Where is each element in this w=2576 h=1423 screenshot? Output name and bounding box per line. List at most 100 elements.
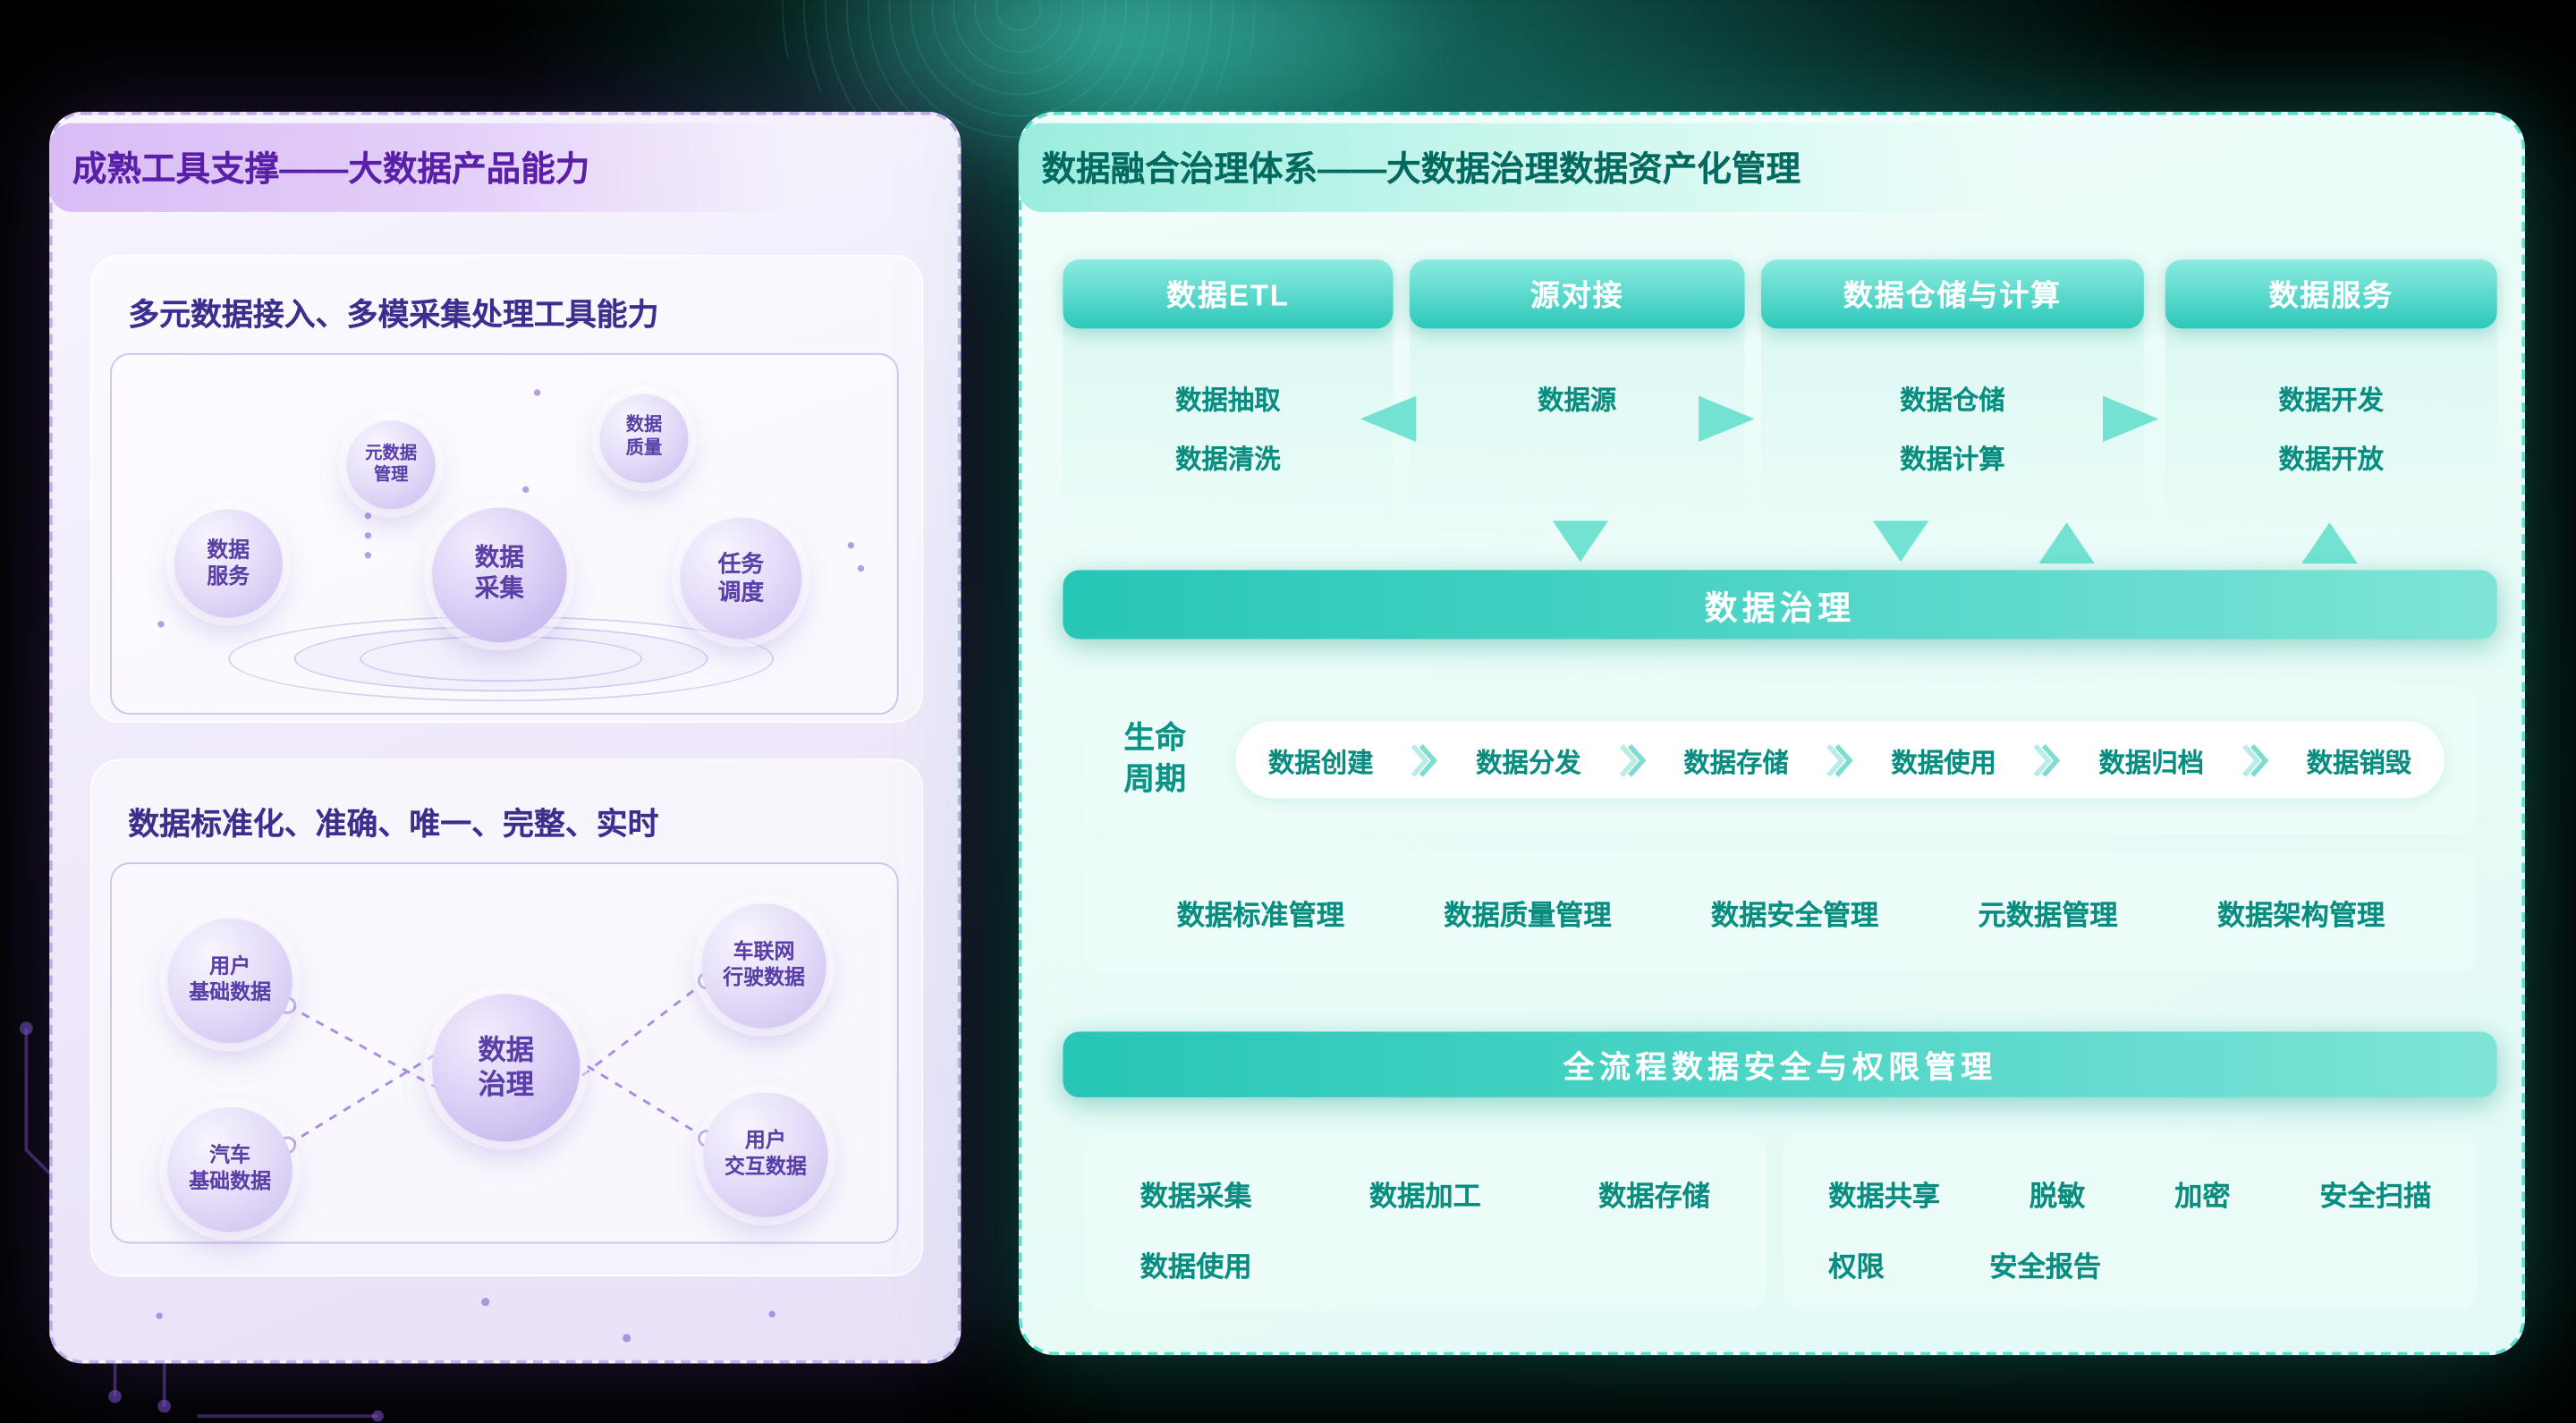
column-items: 数据仓储 数据计算: [1761, 328, 2144, 476]
security-management-bar-label: 全流程数据安全与权限管理: [1563, 1050, 1997, 1086]
column-data-service: 数据服务 数据开发 数据开放: [2165, 259, 2497, 534]
lifecycle-step: 数据销毁: [2306, 750, 2412, 778]
lifecycle-step: 数据归档: [2098, 750, 2205, 778]
column-item: 数据抽取: [1175, 387, 1281, 416]
column-header: 数据ETL: [1063, 259, 1394, 329]
security-management-bar: 全流程数据安全与权限管理: [1063, 1031, 2497, 1097]
process-item: 数据使用: [1140, 1251, 1252, 1283]
bubble-data-service: 数据 服务: [174, 509, 283, 618]
deco-dot: [857, 564, 865, 572]
column-item: 数据仓储: [1900, 387, 2005, 416]
chevron-right-icon: [1619, 739, 1646, 782]
deco-dot: [364, 532, 372, 539]
flow-arrow-right-icon: [2102, 395, 2159, 443]
lifecycle-step: 数据分发: [1476, 750, 1581, 778]
process-item: 数据存储: [1598, 1181, 1711, 1213]
node-label: 数据 治理: [478, 1034, 534, 1101]
node-user-interaction-data: 用户 交互数据: [703, 1092, 828, 1217]
management-item: 数据质量管理: [1444, 899, 1612, 931]
bubble-data-collection: 数据 采集: [432, 507, 567, 643]
bubble-metadata-management: 元数据 管理: [346, 420, 436, 510]
management-item: 数据架构管理: [2216, 899, 2385, 931]
node-data-governance-center: 数据 治理: [432, 994, 580, 1142]
security-item: 数据共享: [1828, 1181, 1941, 1213]
column-item: 数据开发: [2278, 387, 2385, 416]
management-item: 数据标准管理: [1176, 899, 1344, 931]
process-item: 数据加工: [1368, 1181, 1481, 1213]
security-item: 安全报告: [1989, 1251, 2102, 1283]
management-row-card: 数据标准管理 数据质量管理 数据安全管理 元数据管理 数据架构管理: [1084, 851, 2478, 973]
lifecycle-steps: 数据创建 数据分发 数据存储 数据使用 数据归档 数据销毁: [1235, 721, 2445, 799]
deco-dot: [522, 486, 530, 494]
management-item: 元数据管理: [1978, 899, 2118, 931]
flow-arrow-down-icon: [1872, 521, 1929, 563]
flow-arrow-up-icon: [2038, 522, 2095, 563]
management-item: 数据安全管理: [1710, 899, 1879, 931]
process-items-card: 数据采集 数据加工 数据存储 数据使用: [1084, 1133, 1767, 1311]
bubble-label: 数据 服务: [207, 537, 250, 589]
column-warehouse-compute: 数据仓储与计算 数据仓储 数据计算: [1760, 259, 2144, 534]
column-header: 源对接: [1409, 259, 1745, 329]
data-governance-bar-label: 数据治理: [1704, 590, 1856, 627]
node-label: 用户 交互数据: [724, 1129, 807, 1178]
deco-dot: [847, 542, 855, 549]
column-items: 数据开发 数据开放: [2165, 328, 2497, 476]
deco-dot: [533, 389, 541, 396]
lifecycle-label: 生命 周期: [1123, 721, 1187, 798]
right-panel-title-bar: 数据融合治理体系——大数据治理数据资产化管理: [1018, 123, 2028, 212]
bubble-label: 数据 采集: [474, 544, 524, 604]
bubble-label: 数据 质量: [625, 416, 663, 459]
chevron-right-icon: [2034, 739, 2061, 782]
column-item: 数据开放: [2278, 446, 2385, 475]
node-vehicle-network-data: 车联网 行驶数据: [701, 903, 826, 1029]
right-panel-title: 数据融合治理体系——大数据治理数据资产化管理: [1041, 150, 1801, 190]
process-item: 数据采集: [1140, 1181, 1252, 1213]
bubble-label: 任务 调度: [717, 549, 765, 605]
security-item: 加密: [2174, 1181, 2231, 1213]
lifecycle-step: 数据使用: [1891, 750, 1996, 778]
column-items: 数据源: [1410, 328, 1745, 417]
process-items-row1: 数据采集 数据加工 数据存储: [1140, 1173, 1710, 1214]
bubble-label: 元数据 管理: [365, 443, 418, 485]
node-label: 车联网 行驶数据: [723, 940, 805, 989]
security-items-card: 数据共享 脱敏 加密 安全扫描 权限 安全报告: [1782, 1133, 2478, 1311]
standards-section-title: 数据标准化、准确、唯一、完整、实时: [128, 808, 659, 843]
deco-dot: [481, 1297, 490, 1307]
tools-section-title: 多元数据接入、多模采集处理工具能力: [128, 299, 659, 334]
column-data-etl: 数据ETL 数据抽取 数据清洗: [1063, 259, 1394, 534]
column-item: 数据计算: [1900, 446, 2005, 475]
node-label: 用户 基础数据: [189, 954, 272, 1004]
deco-dot: [156, 1312, 163, 1319]
lifecycle-step: 数据创建: [1267, 750, 1374, 778]
flow-arrow-left-icon: [1360, 395, 1417, 443]
column-items: 数据抽取 数据清洗: [1063, 328, 1393, 476]
data-governance-bar: 数据治理: [1063, 570, 2497, 640]
ripple-ellipse-inner: [360, 635, 643, 682]
security-item: 脱敏: [2029, 1181, 2086, 1213]
lifecycle-step: 数据存储: [1683, 750, 1789, 778]
bubble-data-quality: 数据 质量: [599, 394, 689, 483]
deco-dot: [768, 1310, 775, 1318]
security-item: 权限: [1828, 1251, 1885, 1283]
bubble-task-scheduling: 任务 调度: [680, 517, 802, 640]
chevron-right-icon: [1826, 739, 1853, 782]
column-header: 数据服务: [2165, 259, 2497, 329]
left-panel-title-bar: 成熟工具支撑——大数据产品能力: [49, 123, 792, 212]
column-item: 数据源: [1538, 387, 1617, 416]
flow-arrow-right-icon: [1699, 395, 1755, 443]
deco-dot: [157, 621, 165, 628]
column-item: 数据清洗: [1175, 446, 1281, 475]
deco-dot: [364, 512, 372, 520]
chevron-right-icon: [1411, 739, 1438, 782]
security-items-row2: 权限 安全报告: [1828, 1243, 2431, 1284]
flow-arrow-up-icon: [2301, 522, 2358, 563]
node-user-base-data: 用户 基础数据: [167, 918, 292, 1044]
lifecycle-card: 生命 周期 数据创建 数据分发 数据存储 数据使用 数据归档 数据销毁: [1084, 684, 2478, 835]
chevron-right-icon: [2241, 739, 2269, 782]
column-header: 数据仓储与计算: [1760, 259, 2144, 329]
flow-arrow-down-icon: [1552, 521, 1609, 563]
left-panel-title: 成熟工具支撑——大数据产品能力: [72, 150, 590, 190]
node-label: 汽车 基础数据: [189, 1144, 272, 1193]
node-car-base-data: 汽车 基础数据: [167, 1106, 292, 1232]
